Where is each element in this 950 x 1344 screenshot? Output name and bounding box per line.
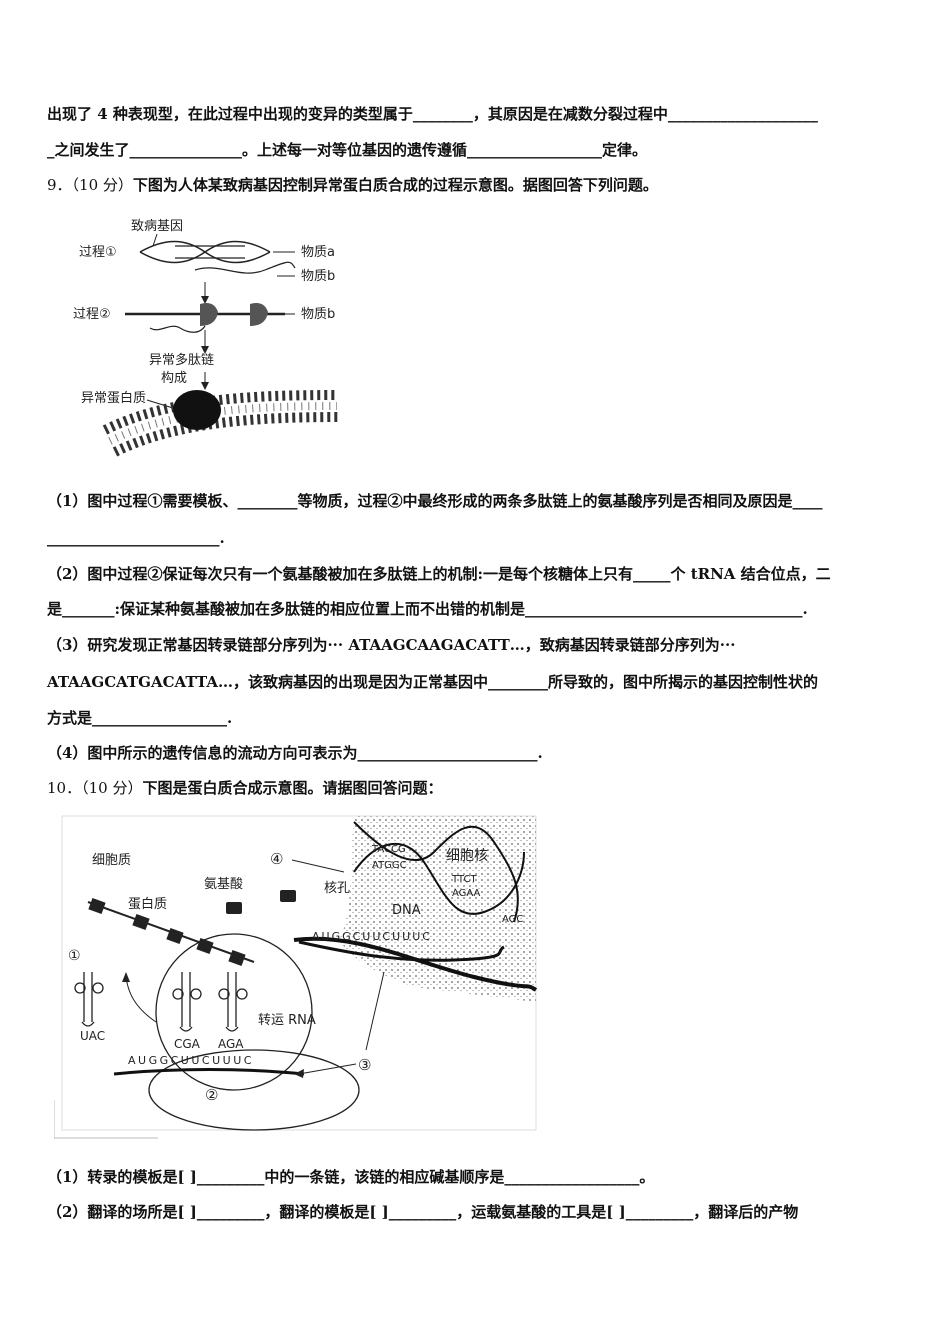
- label-2: ②: [205, 1086, 218, 1104]
- dna-bases-top-2: TTCT: [451, 874, 477, 885]
- dna-bases-top: TACCG: [371, 844, 406, 855]
- label-4: ④: [270, 850, 283, 868]
- label-3: ③: [358, 1056, 371, 1074]
- nuclear-pore-label: 核孔: [324, 881, 350, 896]
- abnormal-protein-label: 异常蛋白质: [81, 390, 146, 406]
- abnormal-peptide-label: 异常多肽链: [149, 352, 214, 368]
- q9-part2-line2: 是_______:保证某种氨基酸被加在多肽链的相应位置上而不出错的机制是____…: [47, 600, 808, 618]
- question-10-number: 10．（10 分）: [47, 779, 143, 797]
- substance-b-label-2: 物质b: [301, 307, 335, 322]
- mrna-sequence-bottom: AUGGCUUCUUUC: [128, 1054, 254, 1067]
- figure-protein-synthesis: 细胞核 TACCG ATGGC TTCT AGAA AGC DNA 核孔 ④ A…: [54, 815, 538, 1139]
- process-1-label: 过程①: [79, 245, 117, 260]
- q9-part2-line1: （2）图中过程②保证每次只有一个氨基酸被加在多肽链上的机制:一是每个核糖体上只有…: [47, 565, 831, 583]
- text-line-1: 出现了 4 种表现型，在此过程中出现的变异的类型属于________，其原因是在…: [47, 105, 818, 123]
- q9-part3-line3: 方式是__________________.: [47, 709, 233, 727]
- q9-part3-line1: （3）研究发现正常基因转录链部分序列为··· ATAAGCAAGACATT…，致…: [47, 636, 736, 654]
- dna-bases-bottom: ATGGC: [372, 860, 407, 871]
- question-9-heading: 9．（10 分）下图为人体某致病基因控制异常蛋白质合成的过程示意图。据图回答下列…: [47, 175, 658, 195]
- amino-acid-2: [280, 890, 296, 902]
- q9-part4: （4）图中所示的遗传信息的流动方向可表示为___________________…: [47, 744, 543, 762]
- nucleus-region: [339, 816, 536, 1002]
- dna-helix: [353, 821, 525, 923]
- trna-2: [172, 972, 202, 1032]
- lipid-bilayer: [102, 390, 341, 457]
- figure-gene-expression: 致病基因 过程① 物质a 物质b 过程② 物质b 异常多肽链 构成 异常蛋白质: [73, 219, 341, 457]
- mrna-in-nucleus: [298, 940, 505, 962]
- q9-part1-line1: （1）图中过程①需要模板、________等物质，过程②中最终形成的两条多肽链上…: [47, 492, 823, 510]
- cytoplasm-label: 细胞质: [92, 853, 131, 868]
- trna-1: [74, 972, 104, 1027]
- dna-bases-bottom-2: AGAA: [452, 888, 481, 899]
- anticodon-cga: CGA: [174, 1037, 201, 1051]
- question-10-heading: 10．（10 分）下图是蛋白质合成示意图。请据图回答问题：: [47, 778, 442, 798]
- protein-label: 蛋白质: [128, 896, 167, 912]
- mrna-on-ribosome: [113, 1068, 305, 1076]
- form-label: 构成: [161, 371, 187, 386]
- ribosome-2: [250, 303, 268, 326]
- anticodon-uac: UAC: [80, 1029, 105, 1043]
- trna-3: [218, 972, 248, 1032]
- ribosome-small-subunit: [148, 1049, 360, 1131]
- q10-part1: （1）转录的模板是[ ]_________中的一条链，该链的相应碱基顺序是___…: [47, 1168, 655, 1186]
- process-2-label: 过程②: [73, 307, 111, 322]
- peptide-chain: [87, 897, 255, 967]
- substance-b-label-1: 物质b: [301, 269, 335, 284]
- substance-a-label: 物质a: [301, 245, 335, 260]
- question-9-text: 下图为人体某致病基因控制异常蛋白质合成的过程示意图。据图回答下列问题。: [132, 176, 658, 194]
- question-10-text: 下图是蛋白质合成示意图。请据图回答问题：: [142, 779, 443, 797]
- question-9-number: 9．（10 分）: [47, 176, 133, 194]
- amino-acid-label: 氨基酸: [204, 877, 243, 892]
- transfer-rna-label: 转运 RNA: [258, 1013, 316, 1028]
- amino-acid-1: [226, 902, 242, 914]
- q9-part3-line2: ATAAGCATGACATTA…，该致病基因的出现是因为正常基因中_______…: [47, 673, 818, 691]
- nucleus-label: 细胞核: [446, 848, 488, 864]
- ribosome-large-subunit: [155, 933, 313, 1091]
- text-line-2: _之间发生了_______________。上述每一对等位基因的遗传遵循____…: [47, 141, 648, 159]
- mrna-sequence-top: AUGGCUUCUUUC: [312, 930, 432, 943]
- abnormal-protein-shape: [173, 390, 221, 430]
- label-1: ①: [68, 948, 81, 964]
- dna-bases-right: AGC: [502, 914, 523, 925]
- anticodon-aga: AGA: [218, 1037, 244, 1051]
- dna-label: DNA: [392, 903, 421, 918]
- gene-label: 致病基因: [131, 219, 183, 234]
- q9-part1-line2: _______________________.: [47, 529, 225, 547]
- q10-part2: （2）翻译的场所是[ ]_________，翻译的模板是[ ]_________…: [47, 1203, 799, 1221]
- ribosome-1: [200, 303, 218, 326]
